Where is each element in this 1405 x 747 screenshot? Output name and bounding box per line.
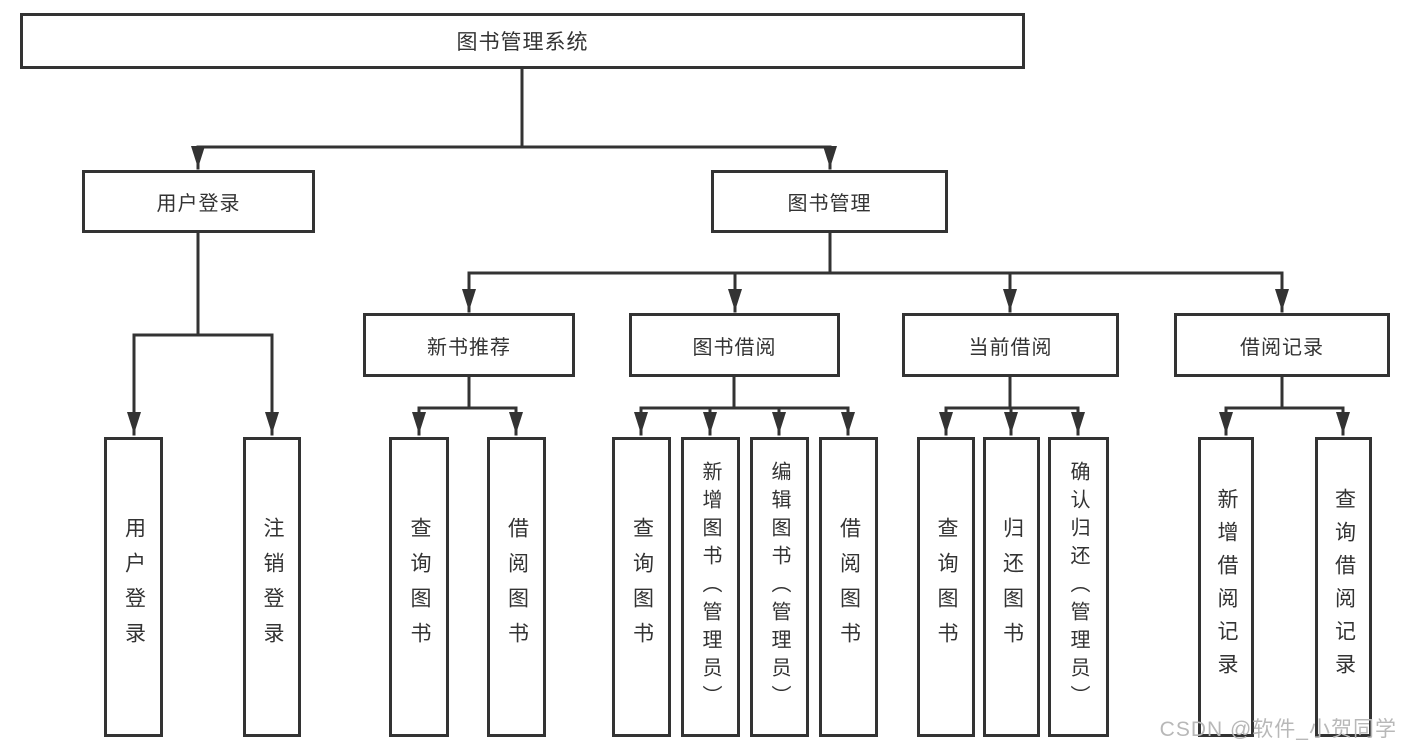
csdn-watermark: CSDN @软件_小贺同学 [1159, 718, 1397, 741]
leaf-add-borrow-record: 新增借阅记录 [1198, 437, 1254, 737]
leaf-query-books-recommend: 查询图书 [389, 437, 449, 737]
connector-new-book-recommend-to-leaves [412, 375, 523, 436]
connector-borrowing-records-to-leaves [1219, 375, 1350, 436]
connector-current-borrowing-to-leaves [939, 375, 1085, 436]
leaf-borrow-books-recommend: 借阅图书 [487, 437, 546, 737]
leaf-query-books-borrowing: 查询图书 [612, 437, 671, 737]
leaf-add-books-admin: 新增图书（管理员） [681, 437, 740, 737]
leaf-confirm-return-admin: 确认归还（管理员） [1048, 437, 1109, 737]
leaf-return-books: 归还图书 [983, 437, 1040, 737]
node-new-book-recommend: 新书推荐 [363, 313, 575, 377]
node-borrowing-records: 借阅记录 [1174, 313, 1390, 377]
connector-root-to-level2 [191, 67, 837, 170]
connector-user-login-to-leaves [127, 231, 279, 436]
leaf-logout: 注销登录 [243, 437, 301, 737]
leaf-edit-books-admin: 编辑图书（管理员） [750, 437, 809, 737]
node-user-login: 用户登录 [82, 170, 315, 233]
connector-book-management-to-level3 [462, 231, 1289, 313]
node-book-management: 图书管理 [711, 170, 948, 233]
leaf-query-borrow-record: 查询借阅记录 [1315, 437, 1372, 737]
leaf-query-books-current: 查询图书 [917, 437, 975, 737]
leaf-borrow-books-borrowing: 借阅图书 [819, 437, 878, 737]
node-book-borrowing: 图书借阅 [629, 313, 840, 377]
node-root: 图书管理系统 [20, 13, 1025, 69]
leaf-user-login: 用户登录 [104, 437, 163, 737]
connector-book-borrowing-to-leaves [634, 375, 855, 436]
node-current-borrowing: 当前借阅 [902, 313, 1119, 377]
